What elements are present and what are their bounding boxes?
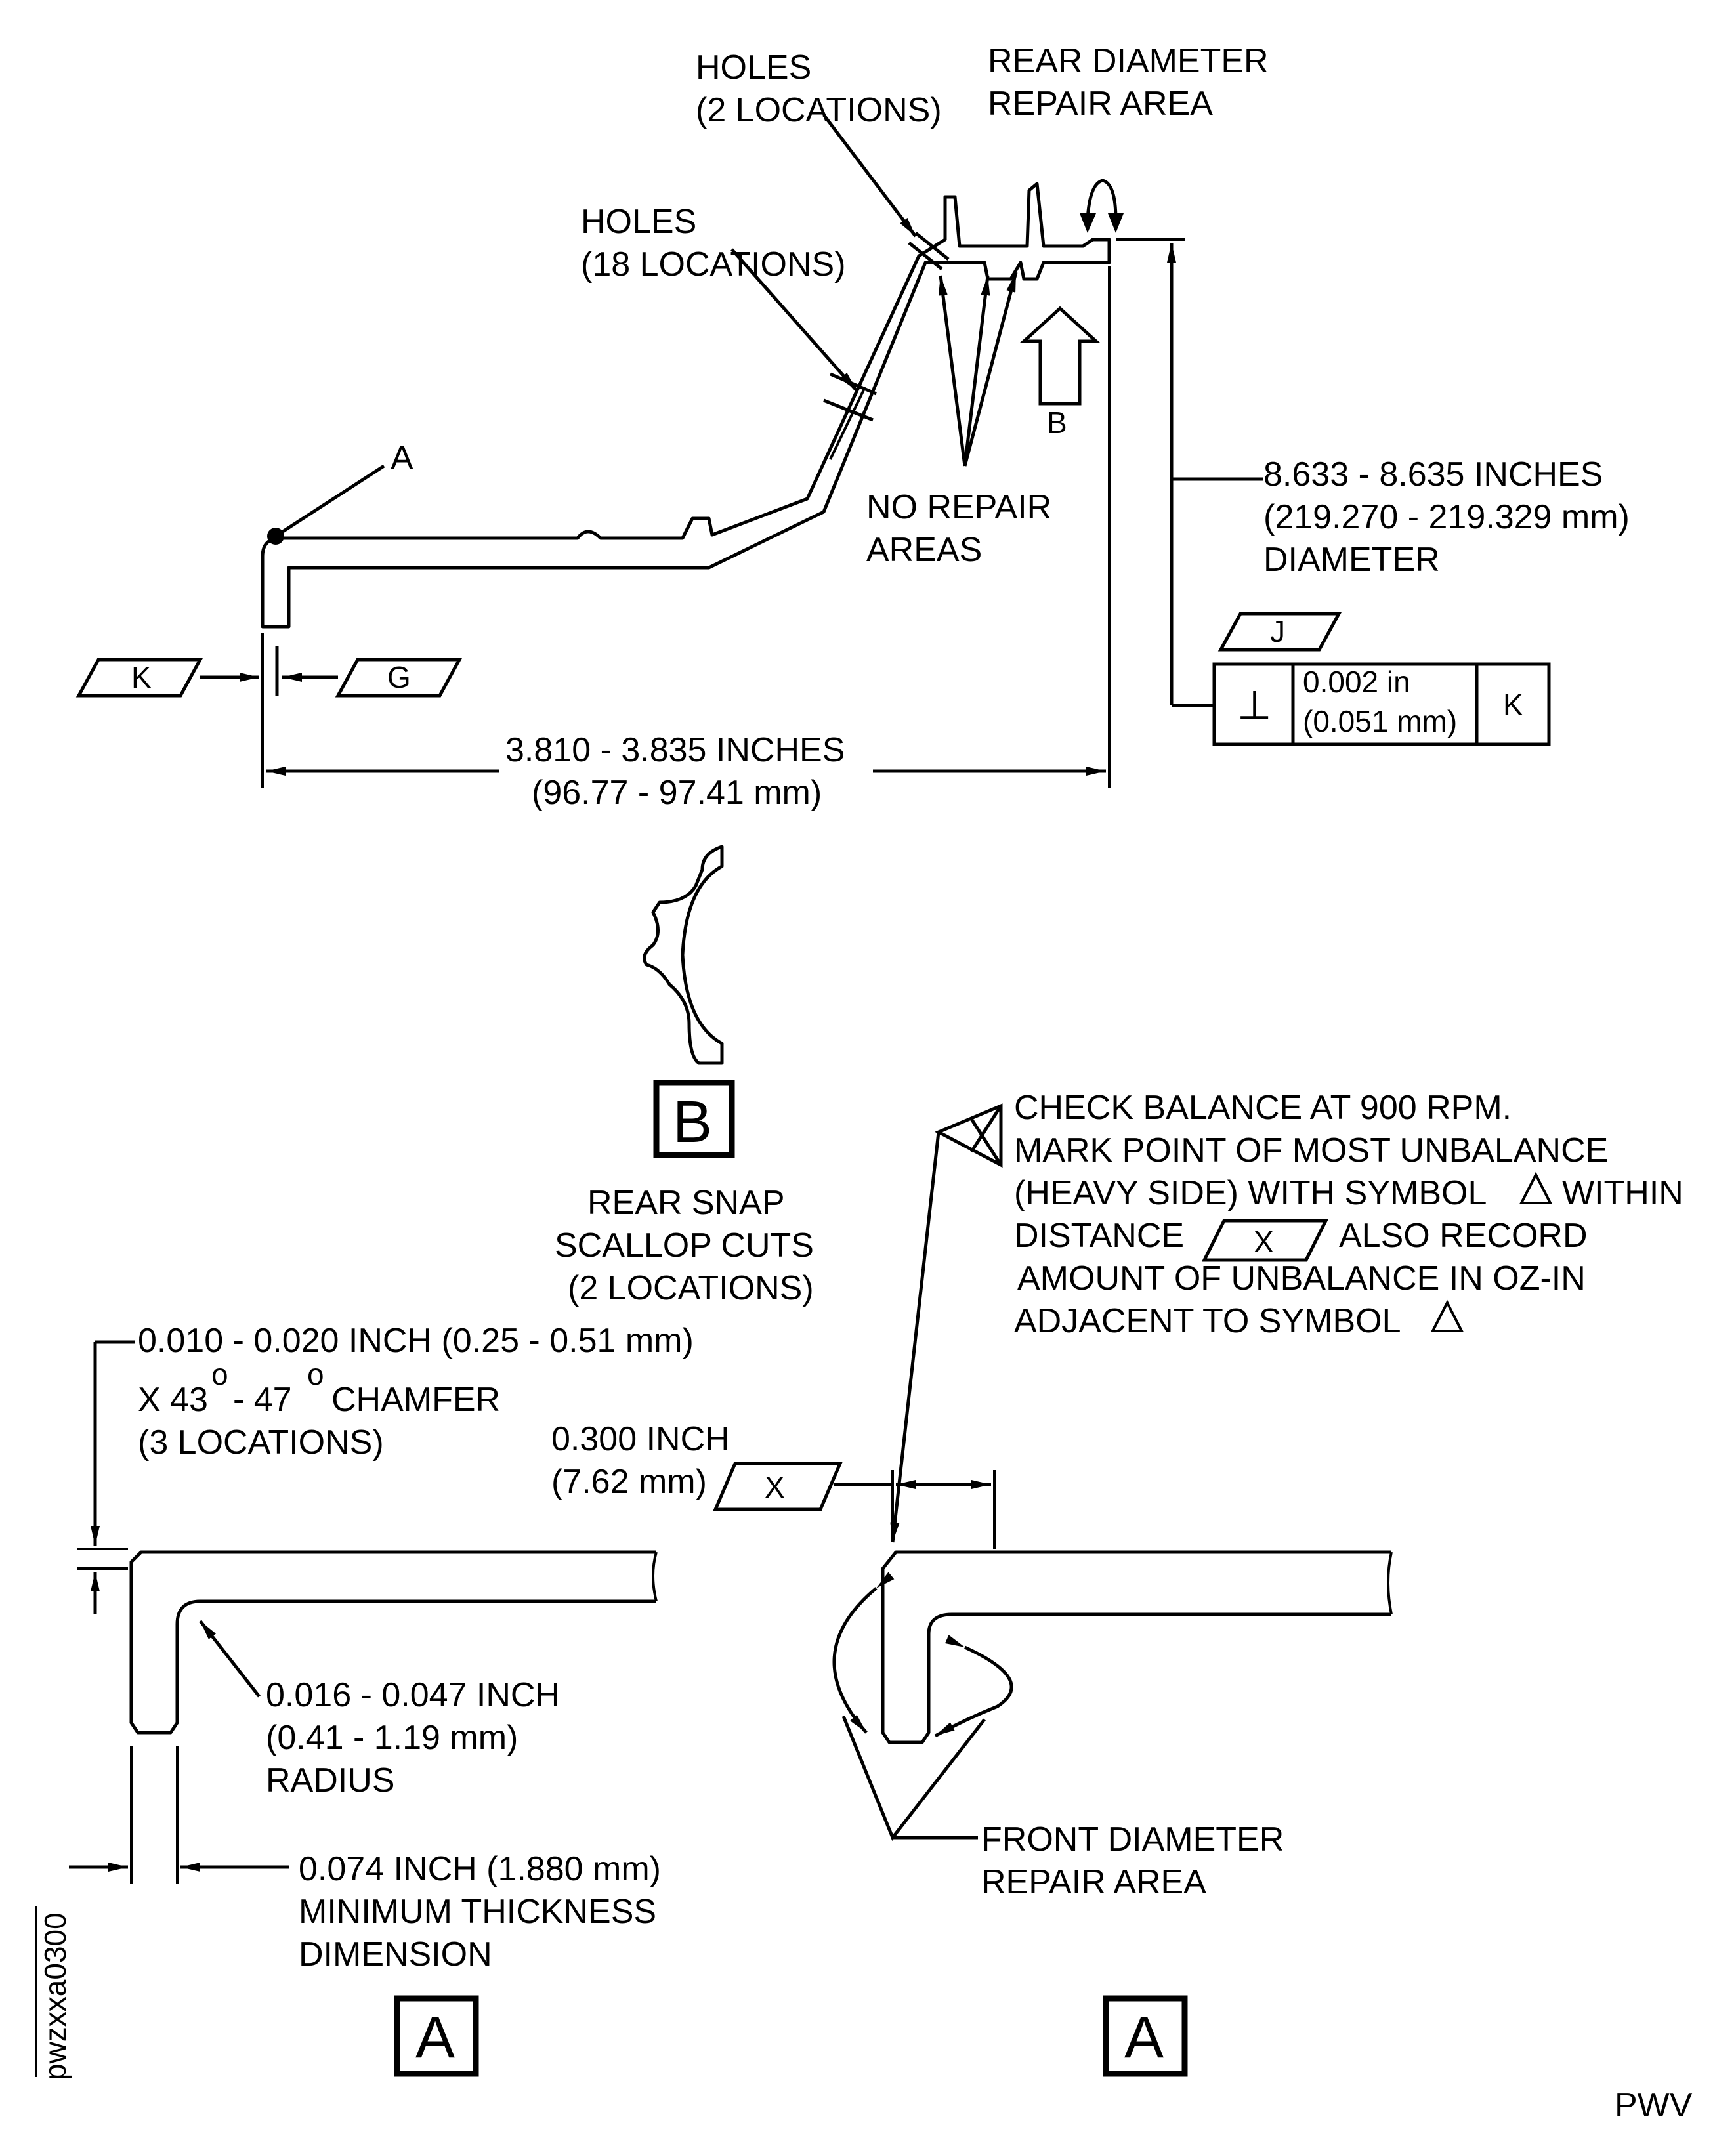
chamfer-dimension [77, 1340, 135, 1614]
radius-leader [199, 1620, 261, 1698]
length-label-l1: 3.810 - 3.835 INCHES [505, 731, 845, 769]
balance-flag-symbol [890, 1103, 1003, 1543]
side-code: pwzxxa0300 [38, 1912, 72, 2080]
note-line4a: DISTANCE [1014, 1217, 1184, 1255]
rear-repair-arrow [1080, 179, 1124, 233]
holes-2-label-l2: (2 LOCATIONS) [696, 91, 942, 129]
rear-snap-l1: REAR SNAP [587, 1184, 785, 1222]
x-distance-dimension [713, 1462, 996, 1549]
diameter-dimension [1116, 238, 1263, 707]
datum-j-frame [1217, 612, 1342, 652]
holes-18-marker [730, 248, 877, 422]
front-repair-l2: REPAIR AREA [981, 1863, 1206, 1901]
chamfer-deg2: o [307, 1357, 324, 1391]
view-b-arrow-label: B [1047, 406, 1067, 440]
length-label-l2: (96.77 - 97.41 mm) [532, 774, 822, 812]
note-line2: MARK POINT OF MOST UNBALANCE [1014, 1131, 1608, 1169]
length-dimension [261, 266, 1111, 788]
note-line1: CHECK BALANCE AT 900 RPM. [1014, 1089, 1512, 1127]
front-repair-l1: FRONT DIAMETER [981, 1821, 1284, 1859]
chamfer-l2b: - 47 [233, 1381, 292, 1419]
datum-k-label: K [131, 660, 152, 694]
view-a-left-section [129, 1550, 658, 1735]
radius-l2: (0.41 - 1.19 mm) [266, 1719, 518, 1757]
holes-18-label-l2: (18 LOCATIONS) [581, 245, 846, 284]
note-line3: (HEAVY SIDE) WITH SYMBOL [1014, 1174, 1487, 1212]
dist-x-l2: (7.62 mm) [551, 1463, 707, 1501]
point-a-marker [267, 464, 385, 545]
view-a-left-box [394, 1995, 479, 2077]
thickness-l3: DIMENSION [299, 1935, 492, 1973]
scallop-cut-shape [643, 845, 724, 1065]
rear-repair-label-l2: REPAIR AREA [988, 85, 1213, 123]
note-line6: ADJACENT TO SYMBOL [1014, 1302, 1401, 1340]
datum-x-label: X [765, 1470, 785, 1504]
feature-control-frame [1212, 662, 1551, 746]
chamfer-deg1: o [211, 1357, 228, 1391]
chamfer-l3: (3 LOCATIONS) [138, 1423, 384, 1462]
view-b-arrow [1019, 306, 1101, 406]
note-line3b: WITHIN [1562, 1174, 1683, 1212]
diameter-label-l1: 8.633 - 8.635 INCHES [1263, 455, 1603, 494]
datum-j-label: J [1270, 614, 1285, 648]
view-b-title: B [673, 1089, 712, 1155]
holes-2-marker [822, 114, 950, 270]
radius-l3: RADIUS [266, 1761, 394, 1800]
point-a-label: A [391, 439, 413, 477]
fcf-tol-in: 0.002 in [1303, 665, 1410, 699]
note-datum-x-frame [1201, 1219, 1329, 1262]
fcf-datum: K [1503, 688, 1523, 722]
view-a-right-section [881, 1550, 1393, 1744]
note-line4b: ALSO RECORD [1339, 1217, 1588, 1255]
chamfer-l2c: CHAMFER [331, 1381, 500, 1419]
view-a-left-title: A [415, 2005, 455, 2071]
view-a-right-title: A [1124, 2005, 1164, 2071]
rear-repair-label-l1: REAR DIAMETER [988, 42, 1269, 80]
front-repair-arrows [832, 1572, 1013, 1841]
chamfer-l1: 0.010 - 0.020 INCH (0.25 - 0.51 mm) [138, 1322, 694, 1360]
no-repair-label-l2: AREAS [866, 531, 982, 569]
holes-2-label-l1: HOLES [696, 49, 811, 87]
perpendicularity-symbol: ⊥ [1237, 683, 1271, 727]
note-line5: AMOUNT OF UNBALANCE IN OZ-IN [1017, 1259, 1586, 1297]
triangle-symbol-1 [1519, 1171, 1553, 1204]
thickness-l1: 0.074 INCH (1.880 mm) [299, 1850, 661, 1888]
view-a-right-box [1103, 1995, 1188, 2077]
diameter-label-l3: DIAMETER [1263, 541, 1440, 579]
holes-18-label-l1: HOLES [581, 203, 696, 241]
triangle-symbol-2 [1430, 1299, 1464, 1332]
rear-snap-l3: (2 LOCATIONS) [568, 1269, 814, 1307]
corner-code: PWV [1615, 2086, 1693, 2124]
datum-k-g [75, 646, 463, 698]
note-datum-x: X [1254, 1225, 1274, 1259]
fcf-tol-mm: (0.051 mm) [1303, 704, 1457, 738]
dist-x-l1: 0.300 INCH [551, 1420, 730, 1458]
thickness-dimension [69, 1746, 289, 1884]
chamfer-l2a: X 43 [138, 1381, 208, 1419]
radius-l1: 0.016 - 0.047 INCH [266, 1676, 560, 1714]
thickness-l2: MINIMUM THICKNESS [299, 1893, 656, 1931]
view-b-title-box [653, 1080, 735, 1158]
diameter-label-l2: (219.270 - 219.329 mm) [1263, 498, 1630, 536]
no-repair-arrows [938, 272, 1018, 467]
datum-g-label: G [387, 660, 411, 694]
rear-snap-l2: SCALLOP CUTS [555, 1227, 814, 1265]
no-repair-label-l1: NO REPAIR [866, 488, 1051, 526]
